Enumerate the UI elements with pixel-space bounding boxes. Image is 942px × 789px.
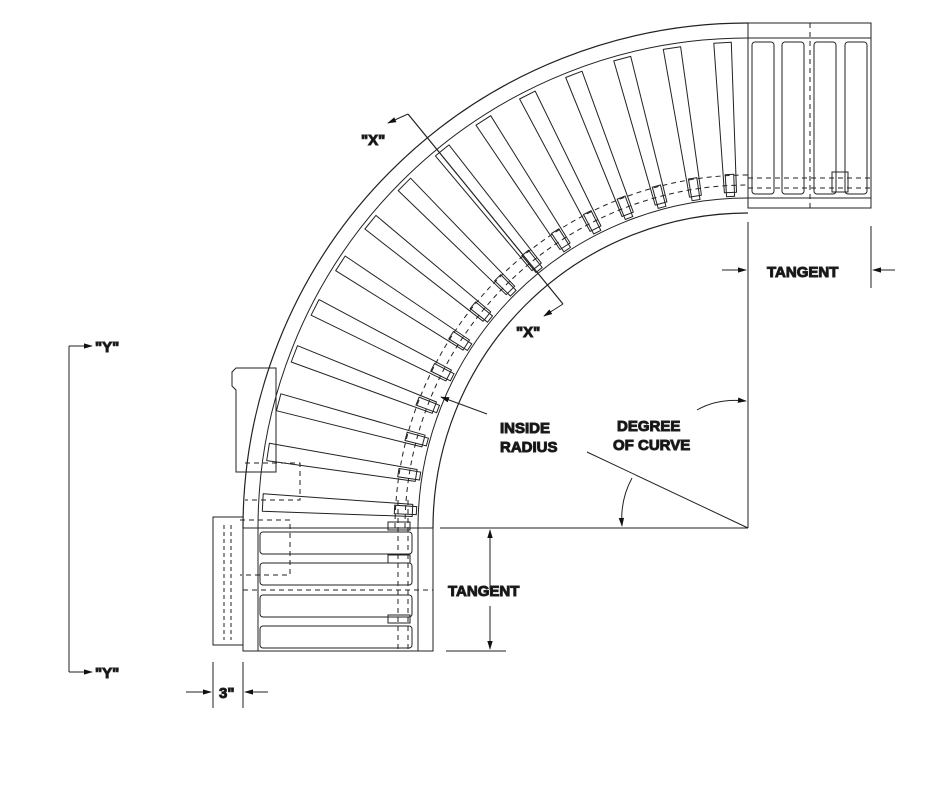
curve-roller [261, 493, 414, 517]
offset-dimension [186, 662, 268, 708]
curve-rollers [261, 41, 737, 517]
y-dimension [68, 343, 93, 675]
roller-bracket [550, 228, 572, 253]
top-tangent-dimension [722, 222, 895, 528]
roller-bracket [415, 396, 441, 414]
roller-bracket [521, 249, 543, 274]
curve-roller [397, 177, 516, 296]
label-x-top: "X" [361, 132, 385, 149]
dashed-guide-arc [404, 184, 749, 529]
top-tangent-section [747, 22, 872, 209]
label-offset-3in: 3" [219, 685, 234, 702]
roller-bracket [616, 195, 634, 221]
roller-bracket [687, 177, 701, 202]
drive-unit [212, 367, 301, 646]
label-y-bottom: "Y" [95, 665, 119, 682]
section-line-x [387, 113, 564, 317]
roller-bracket [448, 330, 473, 352]
roller-bracket [582, 210, 602, 235]
curve-roller [266, 442, 418, 482]
dashed-guide-arc-2 [394, 174, 749, 529]
curve-roller [364, 214, 492, 322]
outer-frame-arc [242, 22, 749, 529]
curve-roller [662, 46, 702, 198]
bottom-tangent-section [242, 500, 434, 652]
bottom-tangent-dimension [440, 527, 748, 652]
curve-roller [475, 115, 571, 250]
label-inside-radius-2: RADIUS [500, 439, 558, 456]
roller-bracket [404, 431, 430, 447]
curve-roller [275, 393, 426, 448]
curve-roller [310, 299, 452, 382]
label-degree-1: DEGREE [617, 418, 680, 435]
curve-roller [335, 255, 470, 351]
label-y-top: "Y" [95, 339, 119, 356]
label-tangent-top: TANGENT [767, 264, 838, 281]
label-tangent-bottom: TANGENT [448, 583, 519, 600]
roller-bracket [493, 273, 517, 297]
roller-bracket [469, 301, 494, 323]
roller-bracket [393, 504, 418, 516]
label-x-bottom: "X" [516, 324, 540, 341]
label-degree-2: OF CURVE [613, 437, 690, 454]
roller-bracket [430, 362, 455, 382]
curve-roller [613, 55, 668, 206]
inner-frame-arc [432, 212, 749, 529]
curve-roller [290, 345, 437, 414]
inner-frame-arc-inner-edge [417, 197, 749, 529]
degree-of-curve-dimension [586, 397, 749, 529]
curve-roller [713, 41, 737, 194]
roller-bracket [724, 173, 736, 198]
curve-roller [565, 70, 634, 217]
inside-radius-leader [440, 396, 488, 415]
outer-frame-arc-inner-edge [257, 37, 749, 529]
roller-bracket [651, 184, 667, 210]
curve-roller [519, 90, 602, 232]
curve-roller [434, 144, 542, 272]
roller-bracket [397, 467, 422, 481]
label-inside-radius-1: INSIDE [500, 420, 550, 437]
